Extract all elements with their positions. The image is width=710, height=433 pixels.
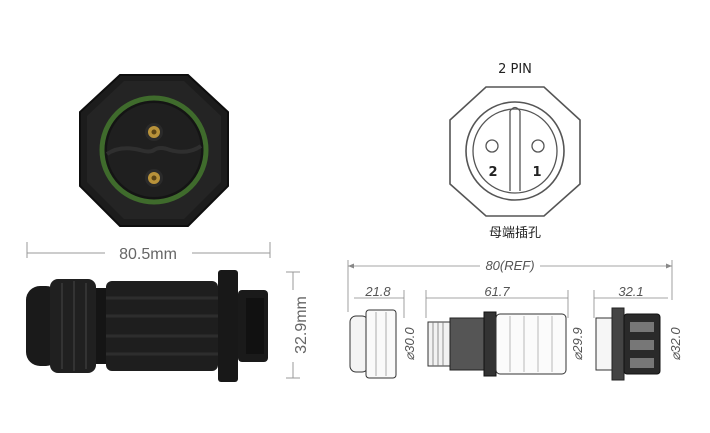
pin-number-2: 2 <box>488 165 497 180</box>
pin-count-title: 2 PIN <box>498 62 532 77</box>
diameter-left-label: ⌀30.0 <box>402 327 417 361</box>
pin-number-1: 1 <box>532 165 541 180</box>
pin-diagram-caption: 母端插孔 <box>489 226 541 241</box>
width-dimension-label: 80.5mm <box>119 246 177 263</box>
height-dimension-label: 32.9mm <box>293 296 310 354</box>
segment-right-label: 32.1 <box>618 284 643 299</box>
connector-side-view: 80.5mm 32.9mm <box>26 242 310 382</box>
segment-mid-label: 61.7 <box>484 284 510 299</box>
seal-ring <box>99 95 209 205</box>
diameter-right-label: ⌀32.0 <box>668 327 683 361</box>
technical-side-drawing: 80(REF) 21.8 61.7 32.1 ⌀30.0 ⌀29.9 <box>347 258 683 381</box>
overall-length-label: 80(REF) <box>485 258 534 273</box>
diameter-mid-label: ⌀29.9 <box>570 327 585 360</box>
connector-front-view <box>79 74 229 227</box>
pin-diagram: 2 PIN 2 1 母端插孔 <box>449 62 581 241</box>
segment-left-label: 21.8 <box>364 284 391 299</box>
